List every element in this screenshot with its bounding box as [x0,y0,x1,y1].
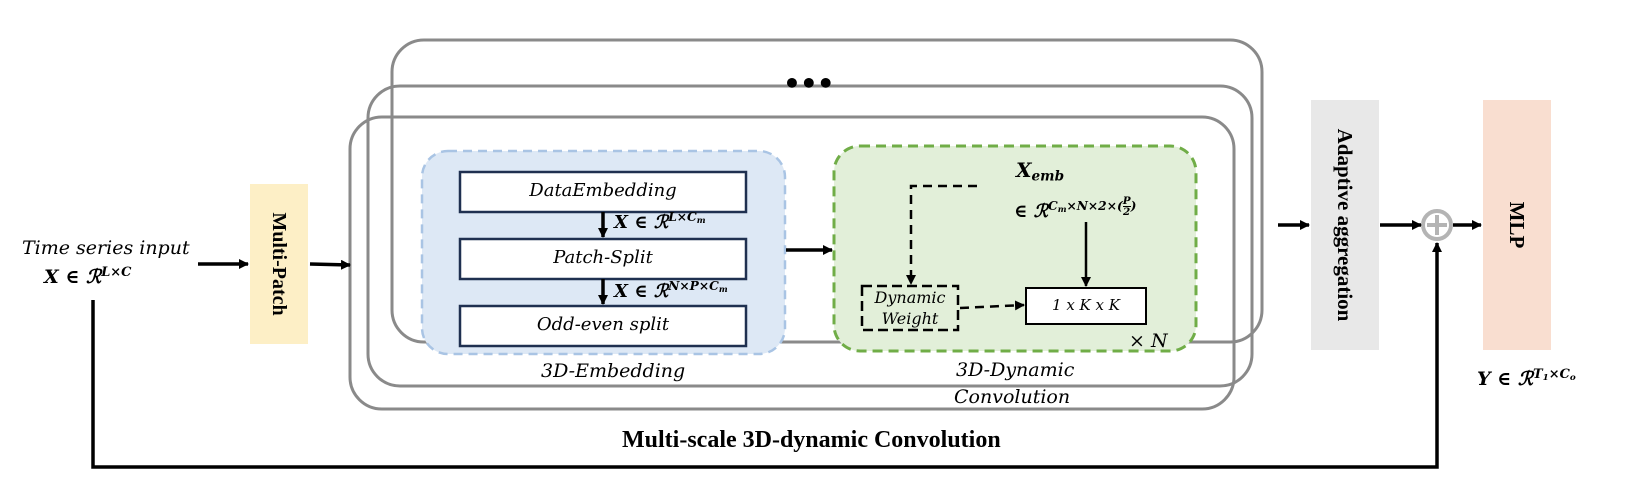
dynamic-weight-label: Dynamic Weight [874,288,946,328]
arrow-dynamic-weight-to-kernel [959,300,1025,311]
dynamic-caption-line2: Convolution [954,386,1071,408]
adaptive-aggregation-label: Adaptive aggregation [1333,128,1357,322]
sum-node [1421,209,1453,241]
embedding-shape-2: X ∈ ℛN×P×Cm [614,279,728,302]
embedding-caption: 3D-Embedding [541,360,686,382]
input-label: Time series input [22,237,190,259]
mlp-label: MLP [1505,201,1529,249]
odd-even-split-label: Odd-even split [536,314,670,335]
multi-patch-box [250,184,308,344]
data-embedding-label: DataEmbedding [529,180,677,201]
kernel-label: 1 x K x K [1052,296,1120,314]
data-embedding-box [458,170,748,214]
mlp-box [1483,100,1551,350]
repeat-label: × N [1129,330,1168,352]
scale-ellipsis: ••• [783,67,835,100]
arrow-dashed-to-dynamic-weight [906,184,977,285]
diagram-title: Multi-scale 3D-dynamic Convolution [622,427,1001,453]
kernel-box [1025,287,1147,325]
patch-split-box [458,237,748,281]
xemb-label: Xemb [1016,158,1065,185]
input-math: X ∈ ℛL×C [44,264,132,288]
adaptive-aggregation-box [1311,100,1379,350]
residual-skip-connection [91,242,1442,469]
dynamic-caption-line1: 3D-Dynamic [956,359,1075,381]
patch-split-label: Patch-Split [553,247,653,268]
scale-frame-back [390,38,1264,344]
dynamic-weight-box [860,284,960,332]
embedding-shape-1: X ∈ ℛL×Cm [614,210,706,233]
scale-frame-middle [366,84,1254,388]
arrow-multipatch-to-frames [309,259,351,270]
output-math: Y ∈ ℛT1×Co [1477,366,1576,390]
odd-even-split-box [458,304,748,348]
multi-patch-label: Multi-Patch [268,212,290,316]
